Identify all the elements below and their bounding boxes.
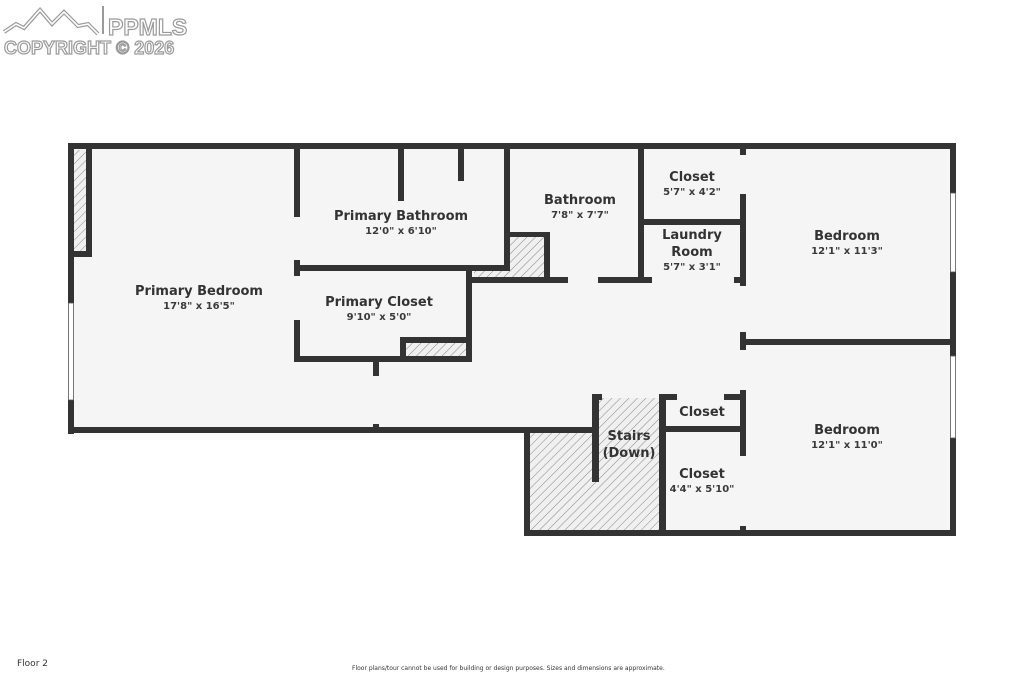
room-name: Closet xyxy=(679,467,725,482)
windows xyxy=(68,192,956,439)
room-primary-closet: Primary Closet 9'10" x 5'0" xyxy=(325,294,433,325)
room-name-line1: Stairs xyxy=(607,429,651,444)
room-name-line2: Room xyxy=(671,245,713,260)
room-dimensions: 9'10" x 5'0" xyxy=(346,312,412,323)
room-name: Primary Bedroom xyxy=(135,284,263,299)
room-name: Bedroom xyxy=(814,229,880,244)
watermark-copyright: COPYRIGHT © 2026 xyxy=(3,37,175,58)
watermark-brand: PPMLS xyxy=(107,13,188,40)
room-closet-top: Closet 5'7" x 4'2" xyxy=(663,169,721,200)
room-name: Bathroom xyxy=(544,193,616,208)
room-dimensions: 12'1" x 11'0" xyxy=(811,440,883,451)
room-bathroom: Bathroom 7'8" x 7'7" xyxy=(544,192,616,223)
room-closet-small: Closet xyxy=(679,404,725,421)
room-name-line2: (Down) xyxy=(602,446,656,461)
floor-label: Floor 2 xyxy=(17,659,48,669)
room-laundry: Laundry Room 5'7" x 3'1" xyxy=(662,227,722,275)
room-dimensions: 5'7" x 4'2" xyxy=(663,187,721,198)
closet-shelf xyxy=(406,343,468,356)
room-stairs: Stairs (Down) xyxy=(603,428,656,462)
room-dimensions: 5'7" x 3'1" xyxy=(663,262,721,273)
walls xyxy=(68,143,956,536)
room-name: Closet xyxy=(679,405,725,420)
stairs-landing xyxy=(530,432,598,532)
room-closet-bottom: Closet 4'4" x 5'10" xyxy=(670,466,735,497)
room-dimensions: 12'0" x 6'10" xyxy=(365,226,437,237)
ppmls-watermark: PPMLS COPYRIGHT © 2026 xyxy=(2,2,207,59)
mountain-logo-icon xyxy=(2,6,104,36)
disclaimer: Floor plans/tour cannot be used for buil… xyxy=(352,665,665,672)
room-name: Primary Bathroom xyxy=(333,209,469,224)
window-bedroom-top xyxy=(950,192,956,273)
room-dimensions: 4'4" x 5'10" xyxy=(669,484,735,495)
stairs-down xyxy=(598,398,660,532)
room-bedroom-bottom: Bedroom 12'1" x 11'0" xyxy=(811,422,883,453)
room-name: Closet xyxy=(669,170,715,185)
room-name: Bedroom xyxy=(814,423,880,438)
window-bedroom-bottom xyxy=(950,355,956,439)
room-name: Primary Closet xyxy=(325,295,433,310)
room-dimensions: 7'8" x 7'7" xyxy=(551,210,609,221)
window-primary-bedroom xyxy=(68,302,74,401)
hatched-areas xyxy=(74,150,660,532)
room-primary-bedroom: Primary Bedroom 17'8" x 16'5" xyxy=(135,283,263,314)
room-dimensions: 12'1" x 11'3" xyxy=(811,246,883,257)
room-bedroom-top: Bedroom 12'1" x 11'3" xyxy=(811,228,883,259)
room-dimensions: 17'8" x 16'5" xyxy=(163,301,235,312)
room-name-line1: Laundry xyxy=(662,228,722,243)
room-primary-bathroom: Primary Bathroom 12'0" x 6'10" xyxy=(334,208,468,239)
